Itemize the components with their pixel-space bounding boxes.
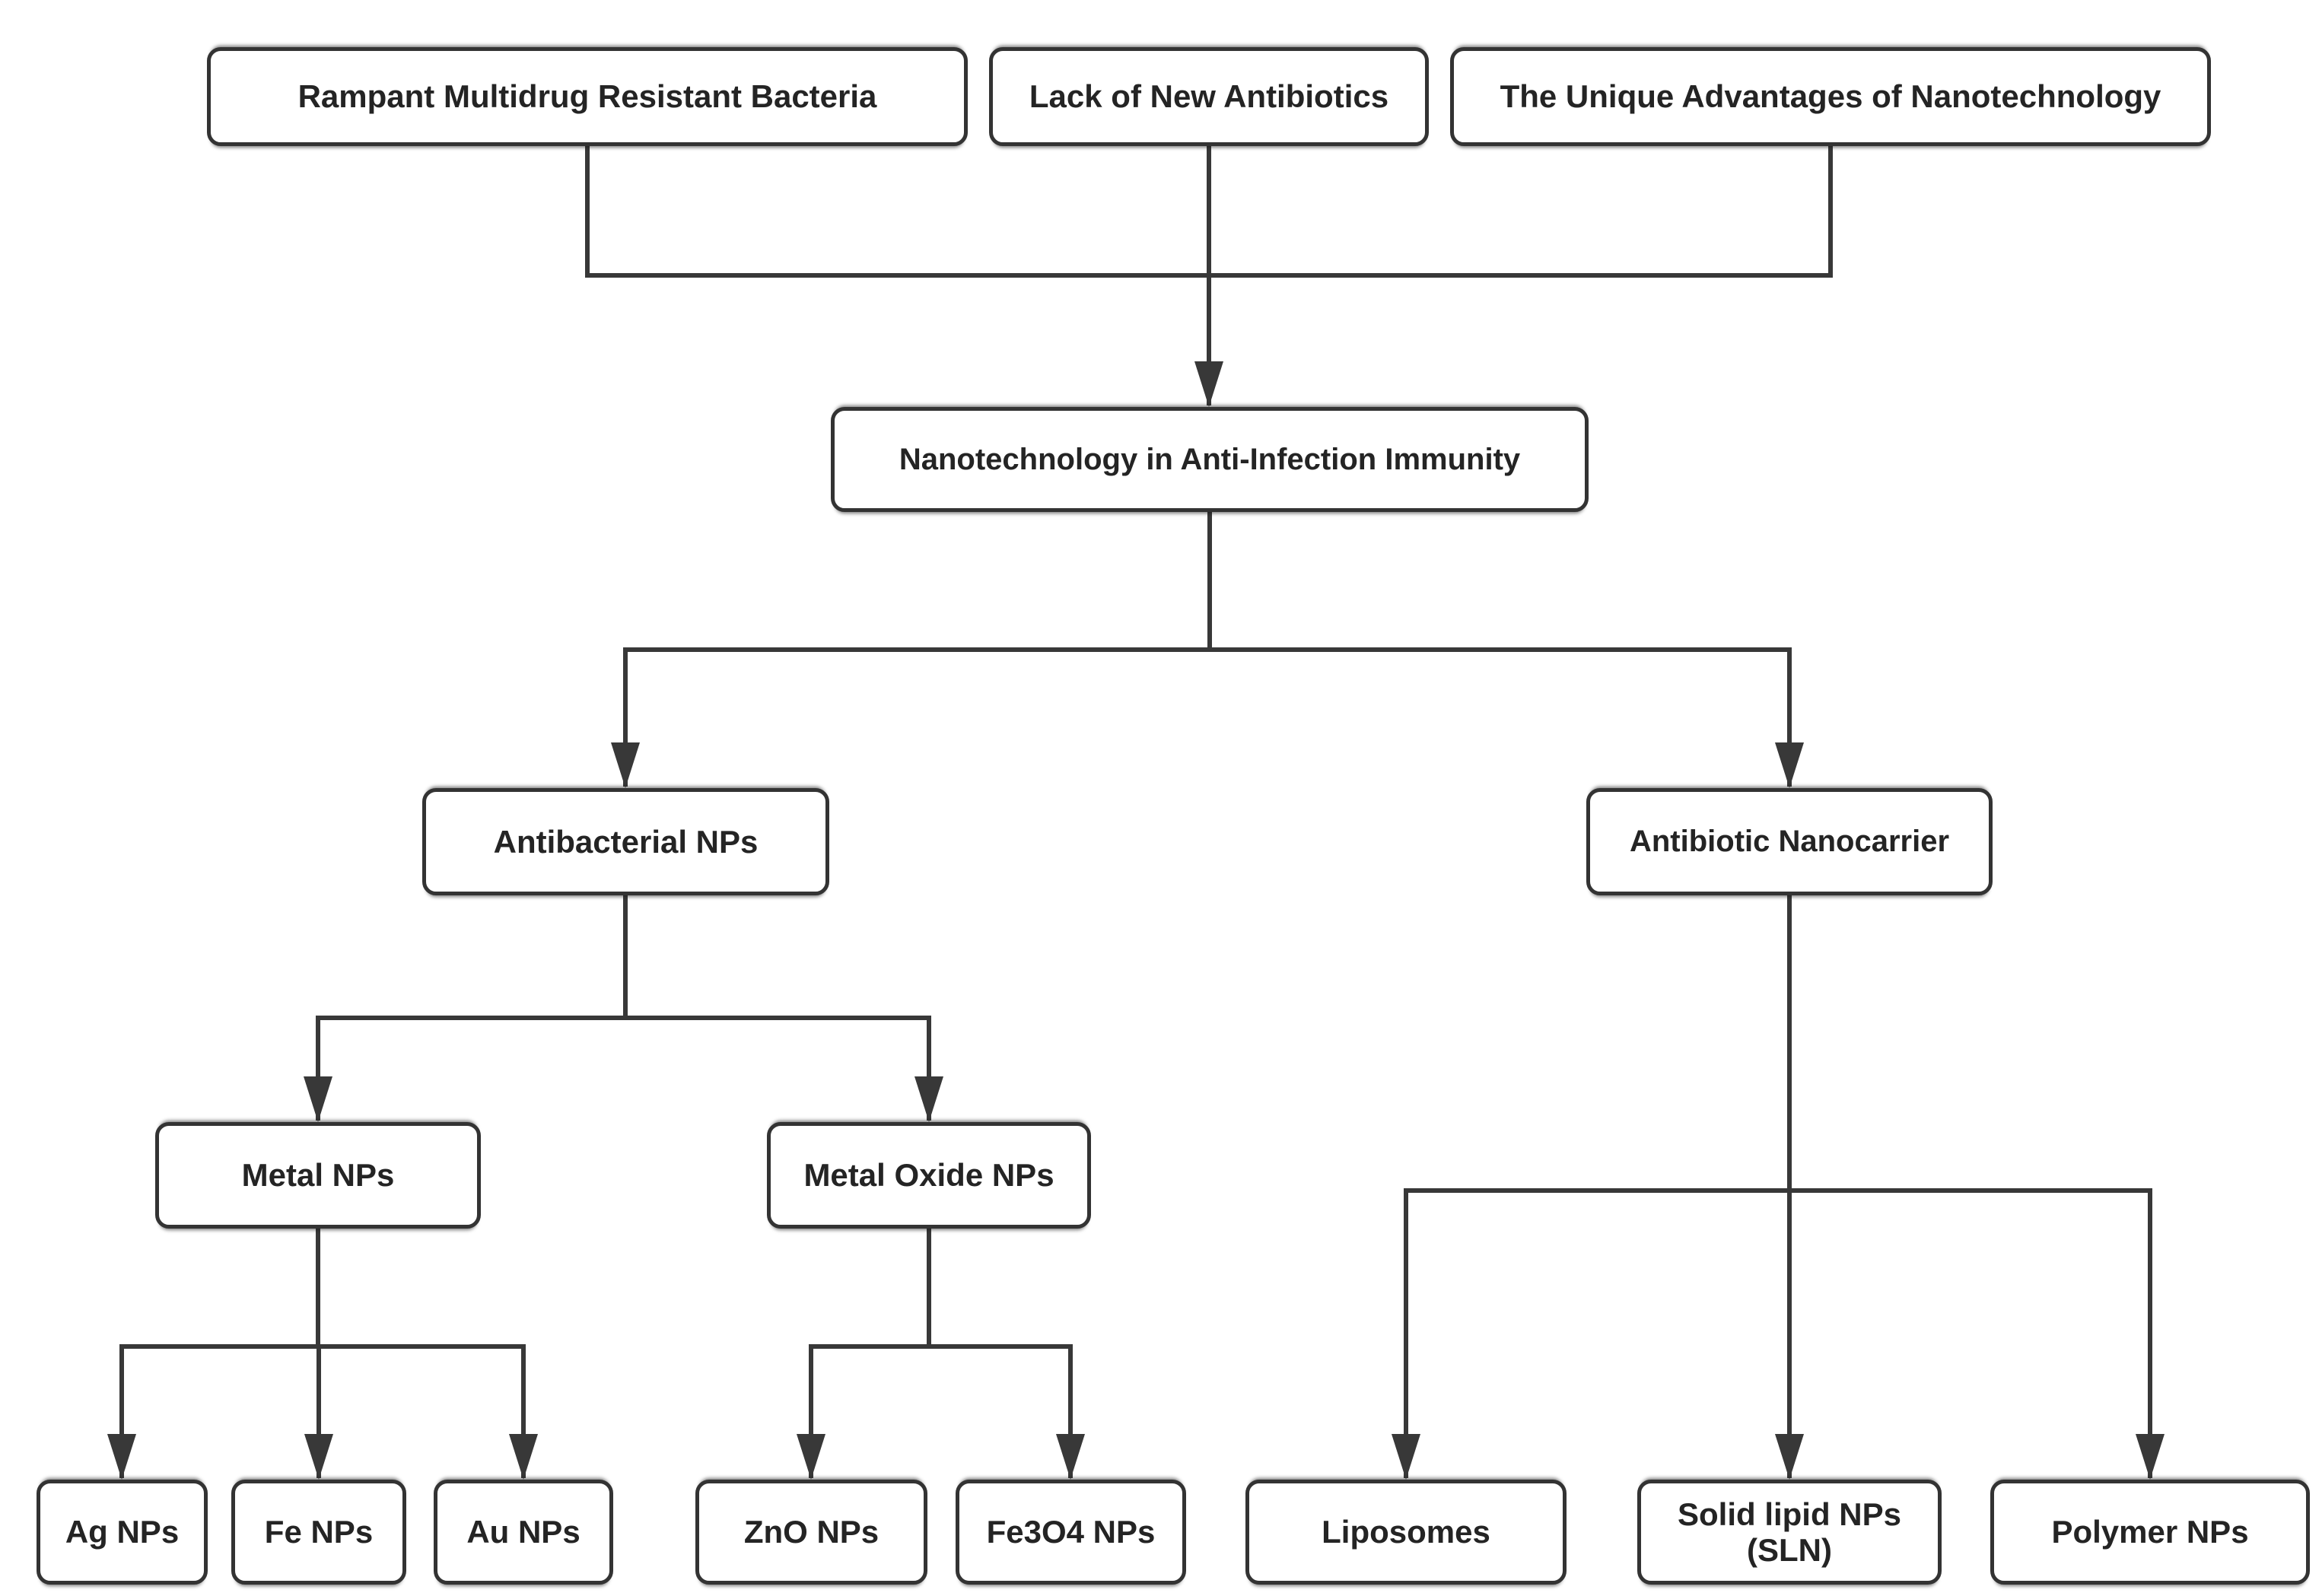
node-fe3o4-nps: Fe3O4 NPs bbox=[956, 1480, 1186, 1585]
node-label: Ag NPs bbox=[65, 1514, 180, 1550]
node-solid-lipid-nps-sln: Solid lipid NPs (SLN) bbox=[1637, 1480, 1942, 1585]
node-lack-of-new-antibiotics: Lack of New Antibiotics bbox=[989, 47, 1429, 146]
node-label: Antibacterial NPs bbox=[493, 823, 759, 860]
node-antibacterial-nps: Antibacterial NPs bbox=[422, 788, 829, 895]
node-label: Polymer NPs bbox=[2051, 1514, 2249, 1550]
node-label: Liposomes bbox=[1322, 1514, 1490, 1550]
node-label: The Unique Advantages of Nanotechnology bbox=[1500, 78, 2161, 115]
node-polymer-nps: Polymer NPs bbox=[1990, 1480, 2310, 1585]
node-label: Antibiotic Nanocarrier bbox=[1629, 825, 1950, 859]
node-zno-nps: ZnO NPs bbox=[695, 1480, 927, 1585]
node-unique-advantages-of-nanotechnology: The Unique Advantages of Nanotechnology bbox=[1450, 47, 2211, 146]
node-label: ZnO NPs bbox=[743, 1514, 879, 1550]
node-label: Au NPs bbox=[466, 1514, 580, 1550]
node-label: Fe NPs bbox=[264, 1514, 374, 1550]
node-label: Fe3O4 NPs bbox=[986, 1514, 1156, 1550]
node-au-nps: Au NPs bbox=[434, 1480, 613, 1585]
node-liposomes: Liposomes bbox=[1245, 1480, 1567, 1585]
node-rampant-multidrug-resistant-bacteria: Rampant Multidrug Resistant Bacteria bbox=[207, 47, 968, 146]
node-metal-oxide-nps: Metal Oxide NPs bbox=[767, 1122, 1091, 1229]
node-sublabel: (SLN) bbox=[1747, 1532, 1832, 1568]
node-label: Solid lipid NPs bbox=[1677, 1496, 1902, 1532]
node-ag-nps: Ag NPs bbox=[37, 1480, 208, 1585]
node-label: Metal Oxide NPs bbox=[803, 1157, 1054, 1194]
node-label: Nanotechnology in Anti-Infection Immunit… bbox=[899, 442, 1521, 476]
node-antibiotic-nanocarrier: Antibiotic Nanocarrier bbox=[1586, 788, 1993, 895]
node-label: Metal NPs bbox=[241, 1157, 395, 1194]
node-metal-nps: Metal NPs bbox=[155, 1122, 481, 1229]
node-nanotechnology-in-anti-infection-immunity: Nanotechnology in Anti-Infection Immunit… bbox=[831, 407, 1589, 512]
node-label: Rampant Multidrug Resistant Bacteria bbox=[297, 78, 877, 115]
node-fe-nps: Fe NPs bbox=[231, 1480, 406, 1585]
node-label: Lack of New Antibiotics bbox=[1029, 78, 1389, 115]
